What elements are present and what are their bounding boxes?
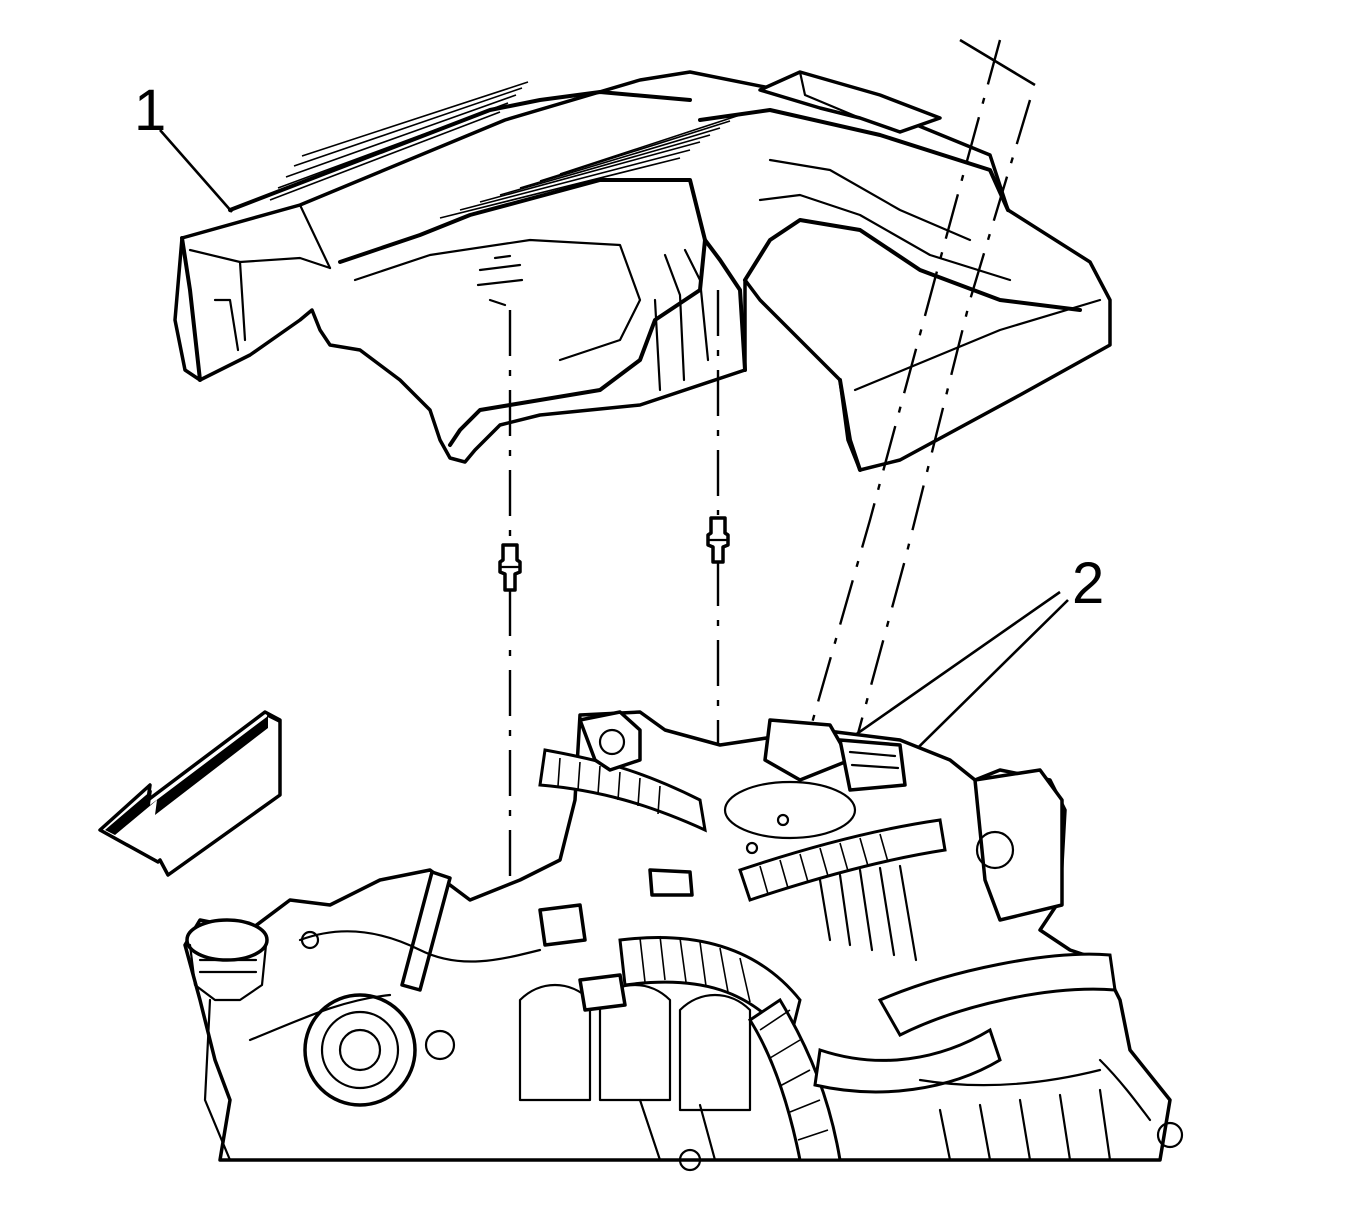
- front-direction-arrow-icon: [98, 710, 282, 877]
- engine-assembly: [183, 710, 1184, 1172]
- callout-1-leader: [159, 129, 233, 213]
- engine-cover: [173, 70, 1112, 472]
- stud-fastener-icon: [498, 543, 522, 592]
- callout-label-1: 1: [134, 78, 167, 143]
- callout-label-2: 2: [1072, 551, 1105, 616]
- stud-fastener-icon: [706, 516, 730, 564]
